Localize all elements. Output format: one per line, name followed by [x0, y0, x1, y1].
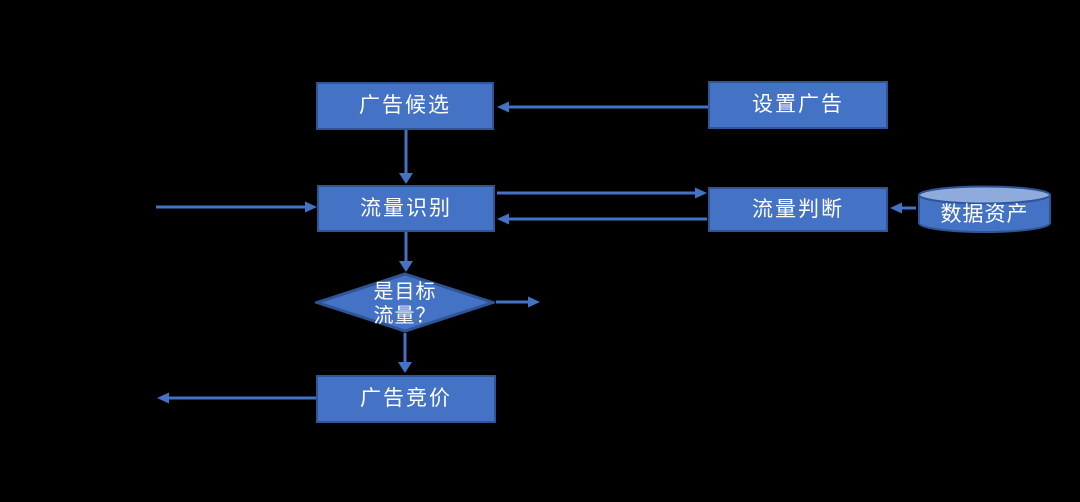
- arrow-traffic-judgment-to-traffic-recognition: [497, 213, 707, 225]
- node-target-traffic-decision-label: 是目标 流量？: [373, 278, 437, 327]
- node-ad-candidates: 广告候选: [316, 82, 494, 130]
- diamond-shape: [315, 272, 495, 333]
- node-ad-candidates-label: 广告候选: [359, 93, 451, 118]
- arrow-decision-to-ad-bidding: [398, 333, 412, 373]
- node-target-traffic-decision: 是目标 流量？: [315, 272, 495, 333]
- arrow-traffic-recognition-to-decision: [399, 232, 413, 272]
- node-ad-setup: 设置广告: [708, 81, 888, 129]
- node-traffic-judgment-label: 流量判断: [752, 196, 844, 221]
- arrow-external-to-traffic-recognition: [156, 201, 317, 213]
- node-traffic-judgment: 流量判断: [708, 187, 888, 232]
- arrow-ad-setup-to-ad-candidates: [497, 101, 708, 113]
- node-traffic-recognition: 流量识别: [317, 185, 495, 232]
- node-traffic-recognition-label: 流量识别: [360, 195, 452, 220]
- node-data-assets-label: 数据资产: [940, 202, 1029, 227]
- node-ad-bidding-label: 广告竞价: [360, 386, 452, 411]
- arrow-data-assets-to-traffic-judgment: [890, 202, 916, 214]
- node-ad-bidding: 广告竞价: [316, 375, 496, 423]
- arrow-traffic-recognition-to-traffic-judgment: [497, 187, 707, 199]
- database-cylinder-shape: [918, 185, 1051, 233]
- arrow-ad-candidates-to-traffic-recognition: [399, 130, 413, 184]
- node-data-assets: 数据资产: [917, 184, 1052, 234]
- arrow-ad-bidding-to-external-left: [157, 392, 316, 404]
- arrow-decision-to-external-right: [496, 296, 540, 308]
- node-ad-setup-label: 设置广告: [752, 92, 844, 117]
